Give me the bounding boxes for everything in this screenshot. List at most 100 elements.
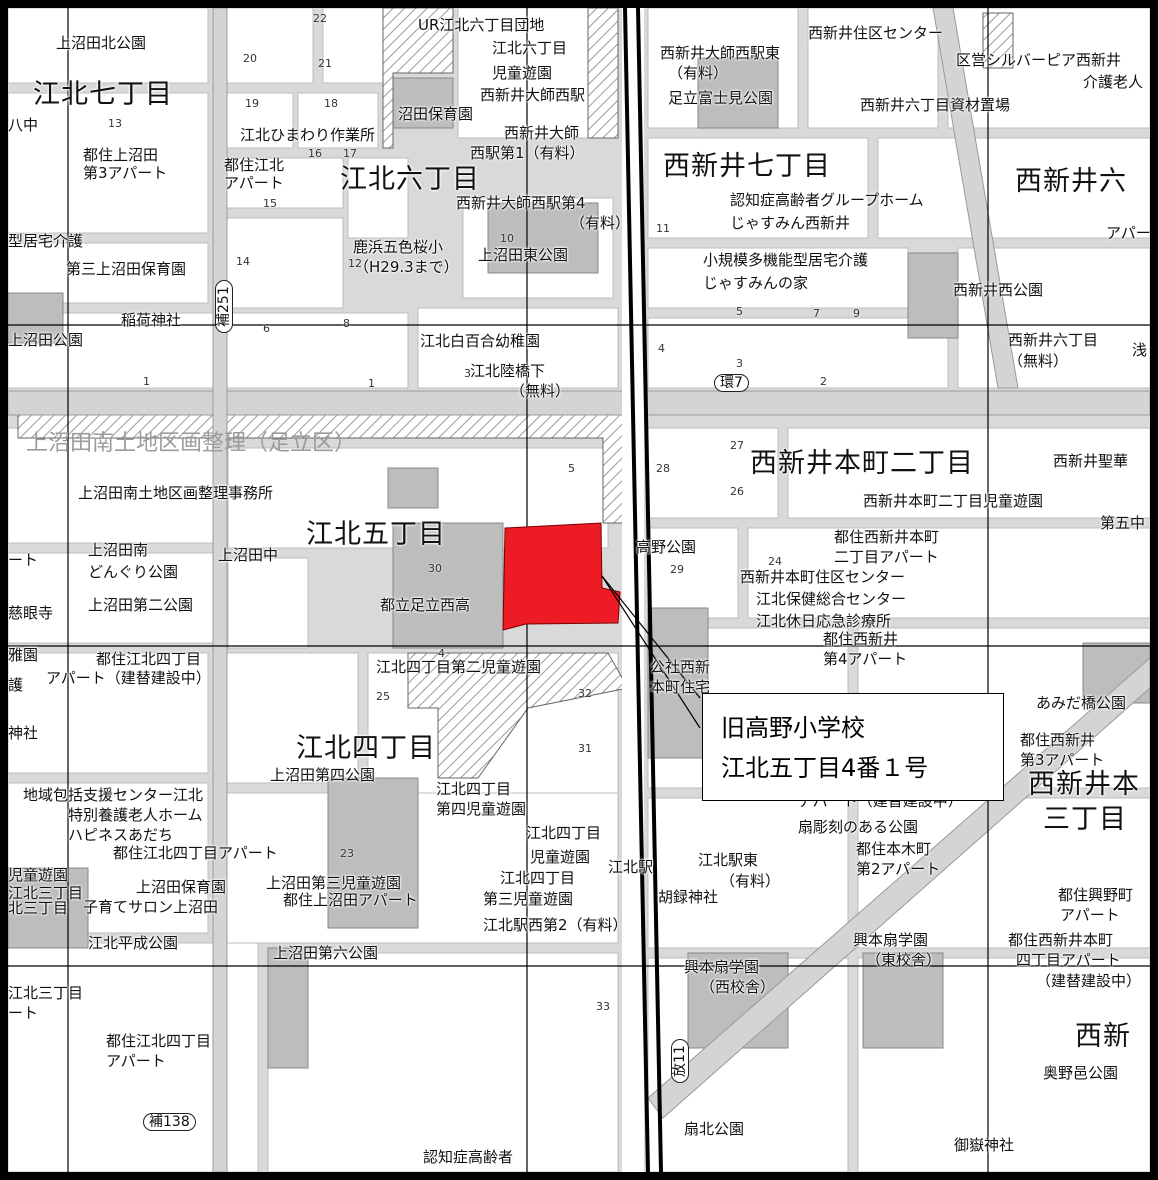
facility-label: 上沼田第三児童遊園 [266, 874, 402, 892]
block-number: 27 [730, 439, 744, 452]
facility-label: （西校舎） [700, 978, 776, 996]
facility-label: 江北駅東 [698, 851, 759, 869]
block-number: 9 [853, 307, 860, 320]
facility-label: 都住上沼田 [83, 146, 159, 164]
facility-label: 西新井六丁目 [1008, 331, 1099, 349]
facility-label: 沼田保育園 [398, 105, 474, 123]
block-number: 12 [348, 257, 362, 270]
facility-label: （建替建設中） [1036, 972, 1142, 990]
facility-label: じゃすみん西新井 [730, 214, 851, 232]
facility-label: 都住西新井本町 [1008, 931, 1114, 949]
facility-label: 第三児童遊園 [483, 890, 574, 908]
area-label-kohoku7: 江北七丁目 [33, 79, 173, 110]
facility-label: 上沼田保育園 [136, 878, 227, 896]
facility-label: 西新井聖華 [1053, 452, 1129, 470]
facility-label: （無料） [1008, 352, 1069, 370]
block-number: 18 [324, 97, 338, 110]
facility-label: 西新井住区センター [808, 24, 944, 42]
facility-label: 児童遊園 [530, 848, 591, 866]
route-shield: 放11 [671, 1039, 689, 1083]
facility-label: 興本扇学園 [853, 931, 929, 949]
facility-label: （有料） [570, 214, 631, 232]
facility-label: 四丁目アパート [1016, 951, 1121, 969]
facility-label: 奥野邑公園 [1043, 1064, 1119, 1082]
facility-label: 西新井六丁目資材置場 [860, 96, 1011, 114]
facility-label: 二丁目アパート [834, 548, 939, 566]
facility-label: 西新井本町二丁目児童遊園 [863, 492, 1044, 510]
facility-label: 江北白百合幼稚園 [420, 332, 541, 350]
block-number: 13 [108, 117, 122, 130]
facility-label: アパート [106, 1052, 166, 1070]
facility-label: 第3アパート [83, 164, 168, 182]
facility-label: 江北駅 [608, 858, 654, 876]
facility-label: 浅 [1132, 341, 1148, 359]
block-number: 19 [245, 97, 259, 110]
block-number: 33 [596, 1000, 610, 1013]
facility-label: 都住上沼田アパート [283, 891, 418, 909]
facility-label: 鹿浜五色桜小 [353, 238, 444, 256]
facility-label: 江北駅西第2（有料） [483, 916, 628, 934]
facility-label: 慈眼寺 [8, 604, 54, 622]
street-map: 江北七丁目 江北六丁目 江北五丁目 江北四丁目 西新井七丁目 西新井六 西新井本… [8, 8, 1150, 1172]
facility-label: 江北三丁目 [8, 984, 84, 1002]
facility-label: ハピネスあだち [68, 826, 174, 844]
facility-label: 稲荷神社 [121, 311, 182, 329]
facility-label: あみだ橋公園 [1036, 694, 1127, 712]
facility-label: 上沼田第六公園 [273, 944, 379, 962]
block-number: 23 [340, 847, 354, 860]
facility-label: 雅園 [8, 646, 39, 664]
facility-label: 足立富士見公園 [668, 89, 774, 107]
area-label-honcho3b: 三丁目 [1043, 804, 1127, 835]
block-number: 31 [578, 742, 592, 755]
block-number: 22 [313, 12, 327, 25]
area-label-kohoku6: 江北六丁目 [340, 164, 480, 195]
facility-label: （有料） [720, 872, 781, 890]
facility-label: 都住江北四丁目アパート [113, 844, 278, 862]
facility-lots [8, 57, 1150, 1069]
block-number: 10 [500, 232, 514, 245]
facility-label: 上沼田東公園 [478, 246, 569, 264]
block-number: 29 [670, 563, 684, 576]
facility-label: 本町住宅 [650, 678, 711, 696]
facility-label: どんぐり公園 [88, 563, 179, 581]
block-number: 26 [730, 485, 744, 498]
callout-line-name: 旧高野小学校 [721, 714, 865, 742]
facility-label: 西新井本町住区センター [740, 568, 906, 586]
facility-label: 児童遊園 [8, 866, 69, 884]
facility-label: 扇彫刻のある公園 [798, 818, 919, 836]
facility-label: 扇北公園 [684, 1120, 745, 1138]
facility-label: 第三上沼田保育園 [66, 260, 187, 278]
block-number: 20 [243, 52, 257, 65]
facility-label: ート [8, 1004, 39, 1022]
area-label-nishiarai7: 西新井七丁目 [663, 151, 831, 182]
facility-label: 北三丁目 [8, 899, 69, 917]
block-number: 4 [438, 647, 445, 660]
facility-label: 興本扇学園 [684, 958, 760, 976]
facility-label: 江北ひまわり作業所 [240, 126, 376, 144]
facility-label: 認知症高齢者 [423, 1148, 514, 1166]
callout-leader [601, 575, 701, 729]
block-number: 24 [768, 555, 782, 568]
facility-label: 第3アパート [1020, 751, 1105, 769]
facility-label: 胡録神社 [658, 888, 719, 906]
block-number: 3 [736, 357, 743, 370]
block-number: 5 [568, 462, 575, 475]
facility-label: ート [8, 551, 39, 569]
callout-box: 旧高野小学校 江北五丁目4番１号 [702, 693, 1004, 801]
facility-label: 神社 [8, 724, 39, 742]
area-label-kohoku5: 江北五丁目 [306, 519, 446, 550]
facility-label: 上沼田南土地区画整理事務所 [78, 484, 274, 502]
block-number: 7 [813, 307, 820, 320]
facility-label: 第五中 [1100, 514, 1146, 532]
facility-label: 都住江北四丁目 [96, 650, 202, 668]
block-number: 16 [308, 147, 322, 160]
block-number: 21 [318, 57, 332, 70]
facility-label: 第四児童遊園 [436, 800, 527, 818]
target-site-polygon [502, 522, 621, 631]
facility-label: じゃすみんの家 [703, 274, 809, 292]
area-label-nishiarai6: 西新井六 [1015, 166, 1127, 197]
block-number: 32 [578, 687, 592, 700]
facility-label: 第4アパート [823, 650, 908, 668]
facility-label: 江北陸橋下 [470, 362, 546, 380]
facility-label: 西新井西公園 [953, 281, 1044, 299]
